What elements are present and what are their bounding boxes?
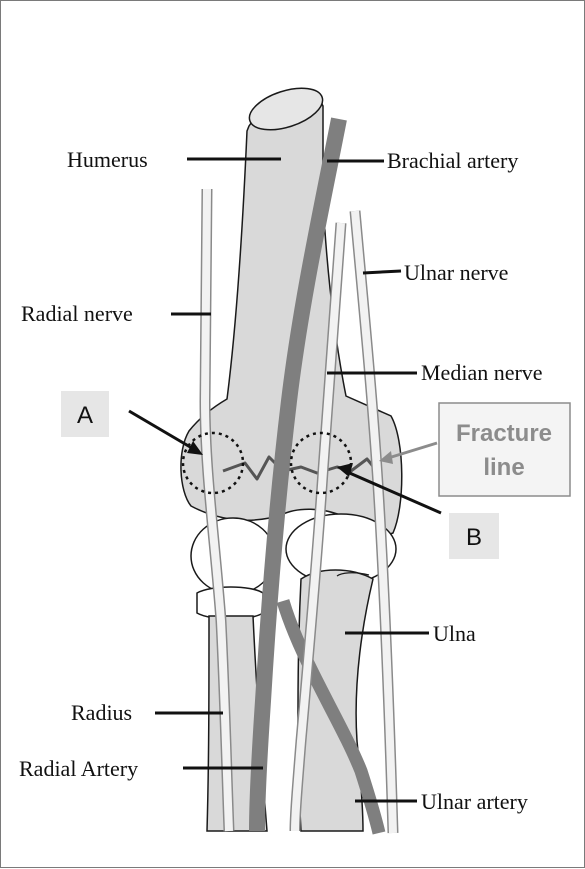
fracture-label-line-1: Fracture	[456, 420, 552, 447]
radius-head	[197, 587, 263, 619]
marker-a-label: A	[77, 402, 93, 429]
label-ulnar-nerve: Ulnar nerve	[404, 260, 508, 285]
label-radius: Radius	[71, 700, 132, 725]
capitulum	[191, 518, 275, 594]
marker-b-label: B	[466, 524, 482, 551]
label-radial-nerve: Radial nerve	[21, 301, 133, 326]
label-brachial-artery: Brachial artery	[387, 148, 518, 173]
label-ulnar-artery: Ulnar artery	[421, 789, 528, 814]
label-humerus: Humerus	[67, 147, 148, 172]
label-radial-artery: Radial Artery	[19, 756, 138, 781]
label-ulna: Ulna	[433, 621, 476, 646]
label-median-nerve: Median nerve	[421, 360, 543, 385]
fracture-label-box	[439, 403, 570, 496]
fracture-label-line-2: line	[483, 454, 524, 481]
